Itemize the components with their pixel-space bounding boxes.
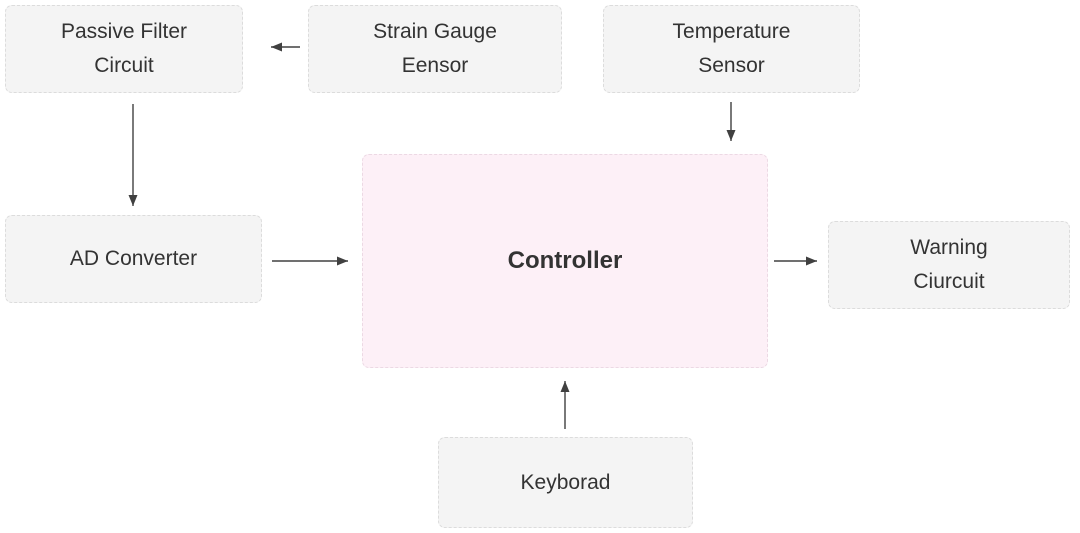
node-label-line: Ciurcuit <box>913 270 985 293</box>
node-controller: Controller <box>362 154 768 368</box>
node-passive-filter-circuit: Passive Filter Circuit <box>5 5 243 93</box>
node-temperature-sensor: Temperature Sensor <box>603 5 860 93</box>
node-label: Warning Ciurcuit <box>910 231 987 299</box>
node-label: Temperature Sensor <box>673 15 791 83</box>
node-label: AD Converter <box>70 242 197 276</box>
node-label: Passive Filter Circuit <box>61 15 187 83</box>
node-label-line: Strain Gauge <box>373 20 497 43</box>
node-label: Controller <box>508 244 623 278</box>
node-label-line: Circuit <box>94 54 154 77</box>
node-label: Keyborad <box>521 466 611 500</box>
node-label-line: Keyborad <box>520 470 611 494</box>
node-ad-converter: AD Converter <box>5 215 262 303</box>
node-label-line: Eensor <box>401 54 469 77</box>
node-label-line: Sensor <box>698 54 765 77</box>
node-label-line: Controller <box>507 247 623 274</box>
node-label-line: Temperature <box>672 20 791 43</box>
node-label-line: Warning <box>910 236 988 259</box>
node-label-line: Passive Filter <box>60 20 188 43</box>
node-label: Strain Gauge Eensor <box>373 15 497 83</box>
node-warning-circuit: Warning Ciurcuit <box>828 221 1070 309</box>
node-keyboard: Keyborad <box>438 437 693 528</box>
node-label-line: AD Converter <box>69 247 198 270</box>
node-strain-gauge-sensor: Strain Gauge Eensor <box>308 5 562 93</box>
